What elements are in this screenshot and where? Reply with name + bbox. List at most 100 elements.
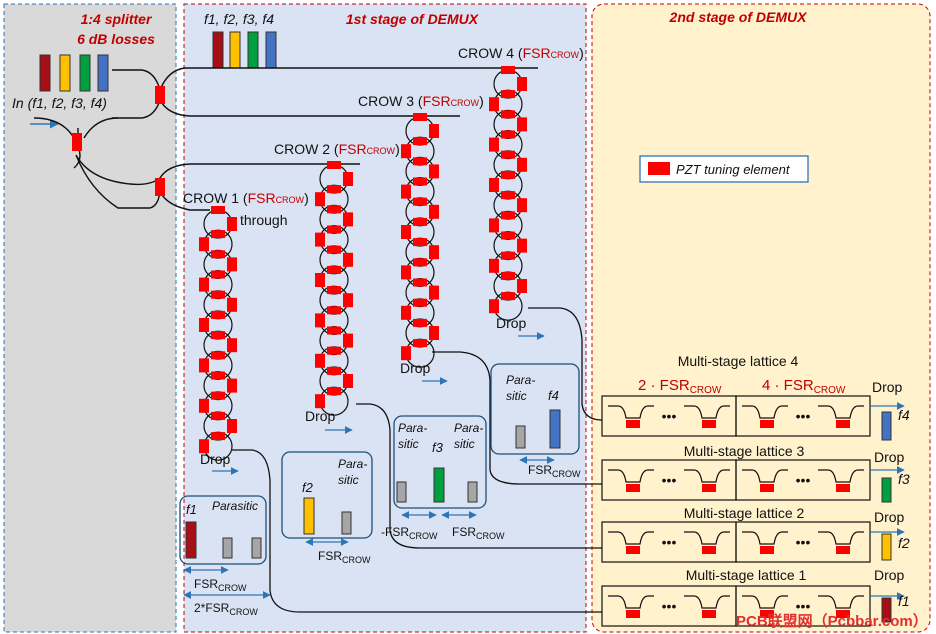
pzt-element: [489, 137, 499, 152]
spectrum-box-f1: f1 Parasitic FSRCROW 2*FSRCROW: [179, 495, 271, 617]
pzt-coupler: [211, 250, 225, 259]
pzt-element: [315, 192, 325, 207]
pzt-coupler: [211, 206, 225, 214]
pzt-coupler: [501, 211, 515, 220]
pzt-element: [343, 212, 353, 227]
lattice2-name: Multi-stage lattice 2: [684, 505, 805, 521]
pzt-element: [702, 484, 716, 492]
spectrum-box-f2: f2 Para- sitic FSRCROW: [281, 451, 373, 565]
spectrum3-parasitic-label-d: sitic: [454, 437, 475, 451]
lattice-stage-box: [735, 585, 871, 627]
spectrum3-neg-fsr-label: -FSRCROW: [381, 525, 438, 541]
pzt-element: [227, 419, 237, 433]
spectrum2-parasitic-label-a: Para-: [338, 457, 367, 471]
pzt-element: [760, 546, 774, 554]
lattice-header-right: 4 · FSRCROW: [762, 377, 846, 396]
pzt-coupler: [327, 306, 341, 315]
pzt-element: [489, 299, 499, 314]
splitter-title-line1: 1:4 splitter: [81, 11, 153, 27]
crow1-drop-label: Drop: [200, 451, 231, 467]
pzt-element: [343, 252, 353, 267]
watermark: PCB联盟网（Pcbbar.com）: [736, 612, 928, 630]
pzt-coupler: [327, 225, 341, 234]
pzt-element: [760, 420, 774, 428]
legend-label: PZT tuning element: [676, 162, 791, 177]
pzt-element: [626, 610, 640, 618]
outputs: Drop Drop Drop Drop f4 f3 f2 f1: [872, 379, 910, 623]
stage1-panel: [183, 3, 587, 633]
pzt-element: [702, 546, 716, 554]
pzt-coupler: [501, 292, 515, 301]
pzt-element: [836, 420, 850, 428]
lattice-2: ••••••: [601, 521, 905, 563]
pzt-element: [227, 297, 237, 312]
lattice-3: ••••••: [601, 459, 905, 501]
pzt-element: [702, 420, 716, 428]
lattice3-name: Multi-stage lattice 3: [684, 443, 805, 459]
input-spectrum: [39, 54, 109, 92]
pzt-element: [836, 484, 850, 492]
pzt-element: [429, 124, 439, 138]
pzt-coupler: [211, 432, 225, 441]
pzt-element: [199, 318, 209, 332]
pzt-element: [199, 439, 209, 454]
spectrum2-main-label: f2: [302, 480, 314, 495]
pzt-coupler: [327, 161, 341, 169]
crow-2-chain: [315, 161, 353, 416]
pzt-element: [315, 353, 325, 368]
ellipsis-dots: •••: [662, 534, 677, 550]
pzt-coupler: [327, 286, 341, 295]
pzt-coupler: [327, 205, 341, 214]
spectrum1-fsr-label: FSRCROW: [194, 577, 247, 593]
pzt-coupler: [501, 110, 515, 119]
pzt-coupler: [501, 251, 515, 260]
pzt-element: [315, 232, 325, 247]
pzt-coupler: [413, 339, 427, 348]
crow4-drop-label: Drop: [496, 315, 527, 331]
pzt-element: [517, 238, 527, 253]
pzt-coupler: [211, 391, 225, 400]
ellipsis-dots: •••: [662, 408, 677, 424]
pzt-element: [517, 279, 527, 293]
pzt-element: [401, 346, 411, 361]
pzt-coupler: [211, 351, 225, 360]
spectrum3-parasitic-label-c: Para-: [454, 421, 483, 435]
lattice-stage-box: [735, 395, 871, 437]
pzt-element: [429, 326, 439, 340]
ellipsis-dots: •••: [796, 472, 811, 488]
ellipsis-dots: •••: [796, 408, 811, 424]
splitter-pzt-elements: [72, 86, 165, 196]
pzt-coupler: [211, 230, 225, 239]
pzt-coupler: [501, 66, 515, 74]
pzt-legend-swatch: [648, 162, 670, 175]
pzt-element: [401, 305, 411, 320]
crow3-label: CROW 3 (FSRCROW): [358, 93, 484, 109]
pzt-element: [401, 265, 411, 280]
lattice2-drop-label: Drop: [874, 509, 905, 525]
pzt-coupler: [327, 326, 341, 335]
crow-1-chain: [199, 206, 237, 461]
stage2-panel: [591, 3, 931, 633]
crow1-through-label: through: [240, 212, 287, 228]
pzt-element: [626, 484, 640, 492]
pzt-element: [227, 217, 237, 231]
pzt-coupler: [501, 271, 515, 280]
pzt-element: [836, 610, 850, 618]
pzt-coupler: [211, 331, 225, 340]
pzt-coupler: [327, 366, 341, 375]
pzt-element: [199, 358, 209, 373]
lattice4-drop-label: Drop: [872, 379, 903, 395]
pzt-coupler: [501, 191, 515, 200]
lattice3-output-label: f3: [898, 471, 910, 487]
pzt-element: [343, 374, 353, 388]
lattice-stage-box: [735, 459, 871, 501]
pzt-element: [489, 97, 499, 112]
pzt-element: [489, 258, 499, 273]
pzt-coupler: [413, 258, 427, 267]
pzt-coupler: [211, 371, 225, 380]
spectrum4-parasitic-label-b: sitic: [506, 389, 527, 403]
pzt-coupler: [211, 290, 225, 299]
pzt-element: [429, 164, 439, 179]
lattice4-name: Multi-stage lattice 4: [678, 353, 799, 369]
